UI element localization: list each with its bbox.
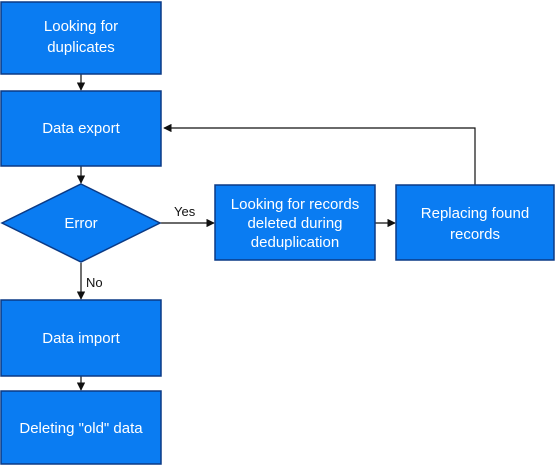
edge-label-yes: Yes (174, 204, 196, 219)
node-looking-for-duplicates: Looking for duplicates (0, 1, 162, 75)
edge-replacing-to-export (163, 123, 476, 185)
node-looking-for-deleted-records: Looking for records deleted during dedup… (214, 184, 376, 261)
node-label: Deleting "old" data (19, 420, 143, 437)
node-label-line: records (450, 226, 500, 243)
node-label-line: deleted during (247, 215, 342, 232)
node-label-line: deduplication (251, 234, 339, 251)
edge-label-no: No (86, 275, 103, 290)
node-label: Data export (42, 120, 120, 137)
node-data-export: Data export (0, 90, 162, 167)
node-label-line: duplicates (47, 39, 115, 56)
node-label-line: Looking for (44, 18, 118, 35)
node-deleting-old-data: Deleting "old" data (0, 390, 162, 465)
node-data-import: Data import (0, 299, 162, 377)
node-error-decision: Error (0, 183, 162, 263)
node-label: Error (64, 215, 97, 232)
node-label-line: Looking for records (231, 196, 359, 213)
node-replacing-found-records: Replacing found records (395, 184, 555, 261)
node-label-line: Replacing found (421, 205, 529, 222)
node-label: Data import (42, 330, 120, 347)
